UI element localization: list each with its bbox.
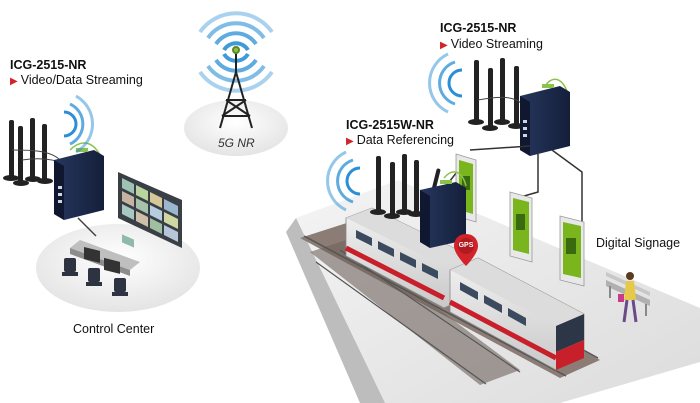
left-router-device	[3, 118, 104, 237]
left-device-model-label: ICG-2515-NR	[10, 58, 87, 72]
cell-tower-area	[184, 11, 288, 156]
right-device-model-label: ICG-2515-NR	[440, 21, 517, 35]
signal-wave-icon	[326, 150, 361, 212]
cell-tower-icon	[219, 46, 253, 129]
passenger-figure	[618, 272, 638, 323]
train-device-function-label: ▶Data Referencing	[346, 133, 454, 148]
gps-badge-label: GPS	[458, 242, 474, 249]
operator-chairs	[62, 258, 128, 296]
triangle-bullet-icon: ▶	[10, 76, 18, 87]
right-device-function-text: Video Streaming	[450, 37, 543, 51]
control-center-area	[36, 172, 200, 312]
train-device-model-label: ICG-2515W-NR	[346, 118, 434, 132]
triangle-bullet-icon: ▶	[346, 136, 354, 147]
video-wall-screens	[122, 178, 178, 242]
train-device-function-text: Data Referencing	[356, 133, 454, 147]
train	[344, 207, 585, 371]
tower-caption: 5G NR	[218, 136, 255, 150]
signal-wave-icon	[63, 94, 94, 154]
triangle-bullet-icon: ▶	[440, 40, 448, 51]
gps-pin-icon	[454, 234, 478, 266]
left-device-function-label: ▶Video/Data Streaming	[10, 73, 143, 88]
signal-wave-icon	[428, 52, 463, 114]
left-device-function-text: Video/Data Streaming	[20, 73, 143, 87]
digital-signage-caption: Digital Signage	[596, 236, 681, 250]
right-device-function-label: ▶Video Streaming	[440, 37, 543, 52]
control-center-caption: Control Center	[73, 322, 155, 336]
signal-wave-icon	[198, 11, 274, 93]
train-router-device	[370, 154, 467, 248]
right-router-device	[468, 58, 570, 156]
